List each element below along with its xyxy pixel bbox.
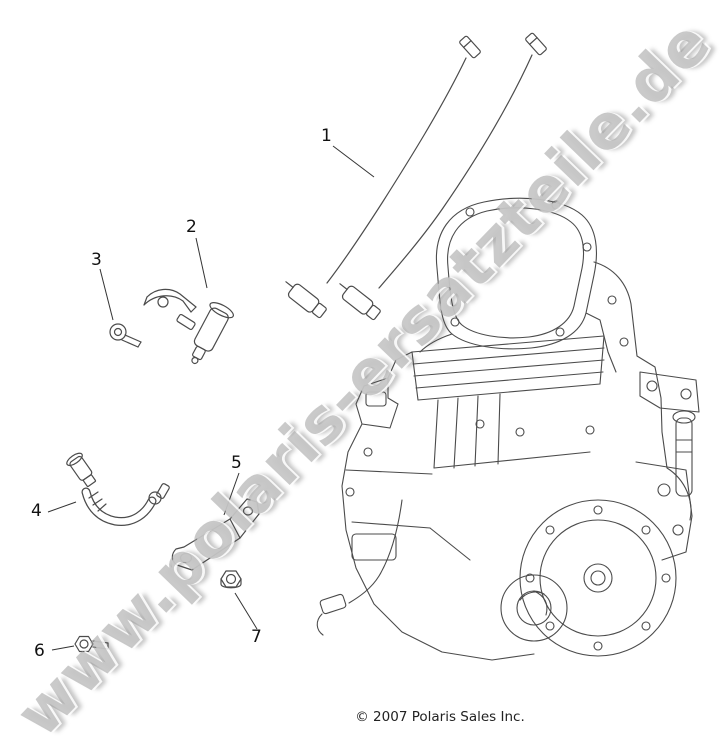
- callout-label-1: 1: [321, 126, 332, 146]
- fuel-line-assembly-item-4: [66, 452, 170, 526]
- flange-nut-item-7: [220, 570, 242, 589]
- leader-line-3: [99, 268, 114, 321]
- screw-item-3: [109, 323, 142, 348]
- callout-label-7: 7: [251, 627, 262, 647]
- callout-label-2: 2: [186, 217, 197, 237]
- callout-leader-lines: [47, 145, 375, 651]
- copyright-text: © 2007 Polaris Sales Inc.: [355, 709, 525, 725]
- leader-line-4: [47, 501, 77, 513]
- leader-line-2: [195, 237, 208, 289]
- leader-line-6: [51, 645, 75, 651]
- leader-line-7: [234, 592, 258, 630]
- callout-label-4: 4: [31, 501, 42, 521]
- injector-assembly-item-2: [143, 288, 234, 365]
- bolt-item-6: [74, 635, 109, 653]
- callout-label-3: 3: [91, 250, 102, 270]
- leader-line-1: [332, 145, 375, 178]
- callout-label-5: 5: [231, 453, 242, 473]
- leader-line-5: [223, 472, 240, 516]
- mounting-bracket-item-5: [171, 498, 260, 571]
- spark-plug-wires-item-1: [285, 32, 547, 321]
- spark-plug-boot-icon: [285, 281, 327, 319]
- engine-assembly-drawing: [316, 197, 700, 661]
- spark-plug-boot-icon: [339, 283, 381, 321]
- callout-label-6: 6: [34, 641, 45, 661]
